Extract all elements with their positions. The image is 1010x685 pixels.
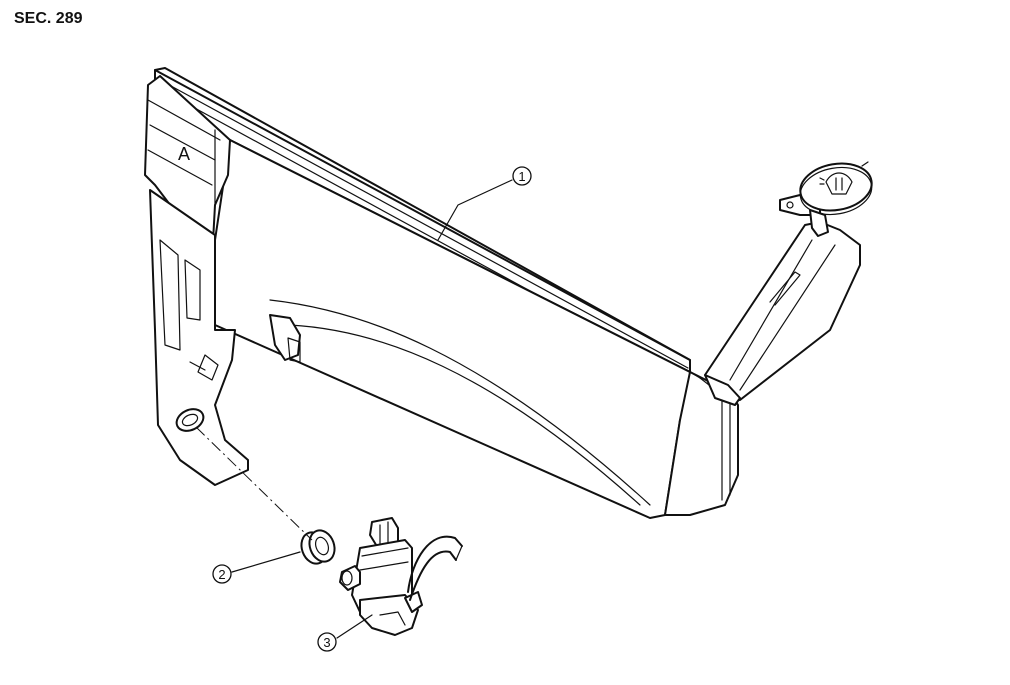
view-letter-a: A (178, 144, 190, 164)
grommet (300, 529, 336, 565)
callout-3-label: 3 (323, 635, 330, 650)
callout-2: 2 (212, 564, 232, 584)
filler-cap (779, 161, 873, 237)
assembly-guide-line (195, 426, 313, 541)
callout-1-label: 1 (518, 169, 525, 184)
washer-tank: A (144, 67, 739, 519)
filler-neck (704, 221, 861, 406)
washer-symbol-icon (819, 172, 853, 195)
washer-pump (339, 517, 463, 636)
leader-line-2 (231, 551, 301, 573)
callout-1: 1 (512, 166, 532, 186)
callout-2-label: 2 (218, 567, 225, 582)
leader-line-3 (336, 614, 373, 639)
callout-3: 3 (317, 632, 337, 652)
leader-line-1 (437, 179, 513, 241)
section-label: SEC. 289 (14, 10, 83, 27)
